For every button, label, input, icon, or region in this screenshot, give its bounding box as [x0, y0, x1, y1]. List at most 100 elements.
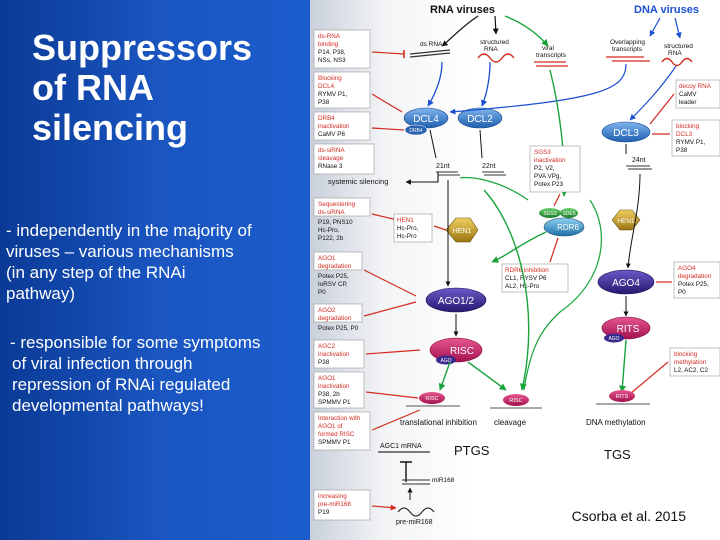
svg-text:RISC: RISC [450, 346, 474, 357]
svg-text:methylation: methylation [674, 359, 707, 366]
risc-ago-badge: AGO [436, 355, 456, 365]
bullet2-line-1: - responsible for some symptoms [10, 333, 261, 352]
sirna-24nt-glyph [626, 165, 652, 170]
sde5-badge: SDE5 [560, 208, 578, 218]
svg-text:P0: P0 [318, 289, 326, 296]
svg-text:DRB4: DRB4 [318, 115, 335, 122]
svg-text:AGO: AGO [440, 358, 451, 364]
pre-mir168-glyph [397, 507, 435, 517]
svg-text:RITS: RITS [617, 324, 640, 335]
sgs3-badge: SGS3 [539, 208, 561, 218]
mir168-glyph [402, 479, 430, 485]
svg-text:decoy RNA: decoy RNA [679, 83, 712, 90]
svg-text:DCL4: DCL4 [413, 114, 439, 125]
svg-text:leader: leader [679, 99, 697, 106]
box-blocking-dcl3: blocking DCL3 RYMV P1, P38 [671, 119, 720, 157]
box-ago2-degradation: AGO2 degradation Potex P25, P0 [313, 303, 363, 332]
viral-transcripts-1: viral [542, 45, 554, 52]
svg-text:Potex P25,: Potex P25, [318, 273, 349, 280]
rnai-pathway-diagram: RNA viruses DNA viruses ds RNA structure… [310, 0, 720, 540]
dcl-output-lines [429, 129, 483, 159]
structured-rna-left-1: structured [480, 39, 509, 46]
bullet2-line-2: of viral infection through [12, 354, 193, 373]
svg-text:SDE5: SDE5 [562, 211, 575, 217]
systemic-silencing-label: systemic silencing [328, 177, 388, 186]
svg-text:binding: binding [318, 41, 339, 48]
inhibit-line-methylation [629, 361, 669, 395]
svg-text:DRB4: DRB4 [409, 128, 423, 134]
structured-rna-right-2: RNA [668, 50, 682, 57]
svg-text:P0: P0 [678, 289, 686, 296]
svg-text:ds-RNA: ds-RNA [318, 33, 341, 40]
box-sequestering: Sequestering ds-siRNA P19, PNS10 Hc-Pro,… [313, 197, 371, 242]
svg-text:degradation: degradation [678, 273, 712, 280]
title-line-1: Suppressors [32, 27, 253, 68]
arrow-green-to-cleavage [483, 189, 530, 391]
ptgs-label: PTGS [454, 443, 490, 458]
mrna-target-lines [406, 403, 650, 409]
box-ds-sirna-cleavage: ds-siRNA cleavage RNase 3 [313, 143, 375, 175]
rna-viruses-header: RNA viruses [430, 4, 495, 16]
viral-transcripts-glyph [534, 61, 568, 67]
svg-text:DCL2: DCL2 [467, 114, 493, 125]
svg-text:DCL3: DCL3 [613, 128, 639, 139]
arrow-overlapping-to-dcl4 [449, 63, 627, 115]
ago1-2-node: AGO1/2 [425, 287, 487, 313]
arrow-risc-to-translation [438, 361, 451, 391]
viral-transcripts-2: transcripts [536, 52, 567, 59]
svg-text:P2, V2,: P2, V2, [534, 165, 555, 172]
arrow-increasing-premir [371, 504, 397, 511]
svg-text:NSs, NS3: NSs, NS3 [318, 57, 346, 64]
svg-text:blocking: blocking [676, 123, 700, 130]
svg-text:SPMMV P1: SPMMV P1 [318, 399, 351, 406]
svg-text:RISC: RISC [425, 396, 438, 402]
bullet1-line-2: viruses – various mechanisms [6, 242, 234, 261]
drb4-badge: DRB4 [404, 124, 428, 136]
dcl4-node: DCL4 [403, 107, 449, 129]
svg-text:Blocking: Blocking [318, 75, 342, 82]
svg-text:pre-miR168: pre-miR168 [318, 501, 351, 508]
inhibit-line-ago1-inactivation [365, 391, 419, 399]
svg-text:AGO2: AGO2 [318, 307, 336, 314]
dna-methylation-label: DNA methylation [586, 418, 646, 427]
bullet2-line-4: developmental pathways! [12, 396, 204, 415]
svg-text:P122, 2b: P122, 2b [318, 235, 344, 242]
svg-text:AGO1: AGO1 [318, 255, 336, 262]
svg-text:formed RISC: formed RISC [318, 431, 355, 438]
svg-text:SPMMV P1: SPMMV P1 [318, 439, 351, 446]
diagram-svg: RNA viruses DNA viruses ds RNA structure… [313, 4, 720, 526]
bullet2-line-3: repression of RNAi regulated [12, 375, 231, 394]
svg-text:ds-siRNA: ds-siRNA [318, 147, 345, 154]
box-ago1-degradation: AGO1 degradation Potex P25, IoRSV CP, P0 [313, 251, 363, 296]
inhibit-line-dcl4 [371, 93, 403, 113]
arrow-structured-to-dcl3 [629, 65, 677, 121]
title-line-3: silencing [32, 107, 189, 148]
bullet-independent-mechanisms: - independently in the majority of virus… [6, 220, 306, 304]
svg-text:Sequestering: Sequestering [318, 201, 356, 208]
svg-text:CL1, RYSV P6: CL1, RYSV P6 [505, 275, 547, 282]
svg-text:DCL4: DCL4 [318, 83, 335, 90]
structured-rna-left-2: RNA [484, 46, 498, 53]
inhibit-line-rdr6 [549, 237, 559, 263]
svg-text:L2, AC2, C2: L2, AC2, C2 [674, 367, 708, 374]
cleavage-label: cleavage [494, 418, 527, 427]
box-decoy-rna: decoy RNA CaMV leader [675, 79, 720, 109]
svg-text:RYMV P1,: RYMV P1, [318, 91, 348, 98]
svg-text:RITS: RITS [616, 394, 629, 400]
arrow-green-side-branch [523, 199, 602, 391]
arrow-risc-to-cleavage [467, 361, 507, 391]
pre-mir168-label: pre-miR168 [396, 519, 433, 526]
box-drb4-inactivation: DRB4 inactivation CaMV P6 [313, 111, 371, 141]
svg-text:IoRSV CP,: IoRSV CP, [318, 281, 348, 288]
slide-title: Suppressors of RNA silencing [32, 28, 302, 148]
sirna-22nt-glyph [482, 171, 506, 176]
svg-text:AGO4: AGO4 [612, 278, 640, 289]
arrow-dna-to-structured [674, 17, 682, 39]
svg-text:degradation: degradation [318, 263, 352, 270]
arrow-dna-to-overlapping [649, 17, 661, 37]
svg-text:AGO1 of: AGO1 of [318, 423, 343, 430]
svg-text:RISC: RISC [509, 398, 522, 404]
inhibit-line-agc2 [365, 349, 421, 355]
risc-small-mid: RISC [503, 394, 529, 406]
hen1-node: HEN1 [445, 217, 479, 243]
